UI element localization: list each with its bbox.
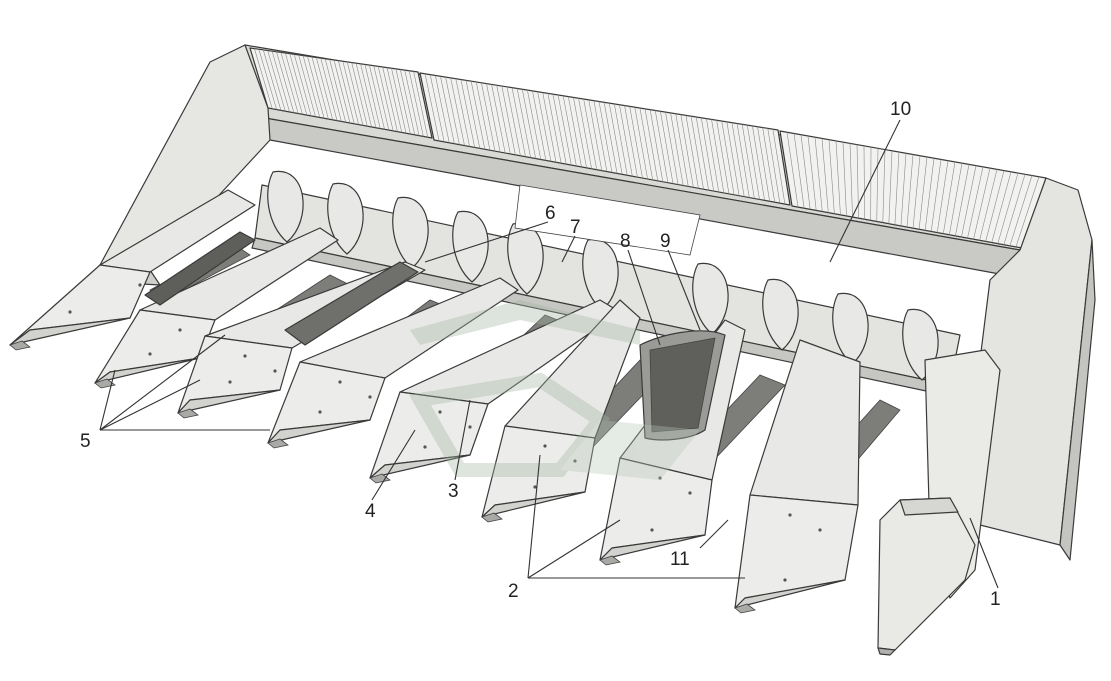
rivet: [658, 476, 662, 480]
rear-window: [514, 184, 701, 256]
rivet: [138, 283, 142, 287]
rivet: [228, 380, 232, 384]
divider-1: [9, 189, 256, 351]
divider-tip: [369, 473, 391, 484]
divider-tip: [481, 512, 503, 523]
rivet: [273, 369, 277, 373]
rivet: [533, 485, 537, 489]
divider-tip: [94, 378, 116, 389]
label-6: 6: [545, 203, 556, 224]
label-9: 9: [660, 231, 671, 252]
label-3: 3: [448, 481, 459, 502]
divider-body: [749, 339, 861, 506]
divider-5: [369, 299, 621, 484]
rivet: [243, 354, 247, 358]
divider-8: [734, 339, 861, 614]
divider-2: [94, 227, 339, 389]
divider-cone-shade: [9, 317, 131, 346]
label-4: 4: [365, 501, 376, 522]
divider-cone-shade: [267, 419, 371, 444]
rivet: [468, 425, 472, 429]
gathering-chain-right: [639, 330, 726, 441]
rivet: [573, 459, 577, 463]
right-end-divider: [877, 497, 976, 656]
gathering-chain-left: [144, 231, 419, 346]
rivet: [318, 410, 322, 414]
auger-flight: [327, 182, 364, 255]
rivet: [148, 352, 152, 356]
divider-tip: [177, 408, 199, 419]
label-5: 5: [80, 431, 91, 452]
rivet: [818, 528, 822, 532]
mesh-screen: [249, 47, 1047, 249]
divider-tip: [267, 438, 289, 449]
divider-tip: [599, 555, 621, 566]
rivet: [423, 445, 427, 449]
dividers: [9, 189, 861, 614]
callout-labels: 1 2 3 4 5 6 7 8 9 10 11: [80, 99, 1001, 610]
rivet: [368, 395, 372, 399]
divider-6: [481, 299, 641, 523]
divider-4: [267, 277, 519, 449]
rivet: [68, 310, 72, 314]
label-10: 10: [890, 99, 911, 120]
divider-cone-shade: [177, 389, 281, 414]
auger-flight: [762, 278, 799, 351]
auger-flight: [267, 170, 304, 243]
rivet: [438, 410, 442, 414]
divider-tip: [9, 340, 31, 351]
divider-tip: [734, 603, 756, 614]
label-2: 2: [508, 581, 519, 602]
label-7: 7: [570, 217, 581, 238]
divider-cone-shade: [599, 534, 706, 561]
divider-cone-shade: [481, 491, 586, 518]
rivet: [650, 528, 654, 532]
rivet: [543, 444, 547, 448]
rivet: [688, 491, 692, 495]
rivet: [783, 578, 787, 582]
rivet: [178, 328, 182, 332]
divider-cone-shade: [734, 579, 846, 609]
label-8: 8: [620, 231, 631, 252]
divider-cone-shade: [369, 454, 471, 479]
divider-cone-shade: [94, 357, 201, 384]
leader-lines: [99, 119, 999, 589]
rivet: [788, 513, 792, 517]
label-1: 1: [990, 589, 1001, 610]
label-11: 11: [670, 549, 690, 570]
watermark-logo: [408, 300, 700, 480]
rivet: [338, 380, 342, 384]
